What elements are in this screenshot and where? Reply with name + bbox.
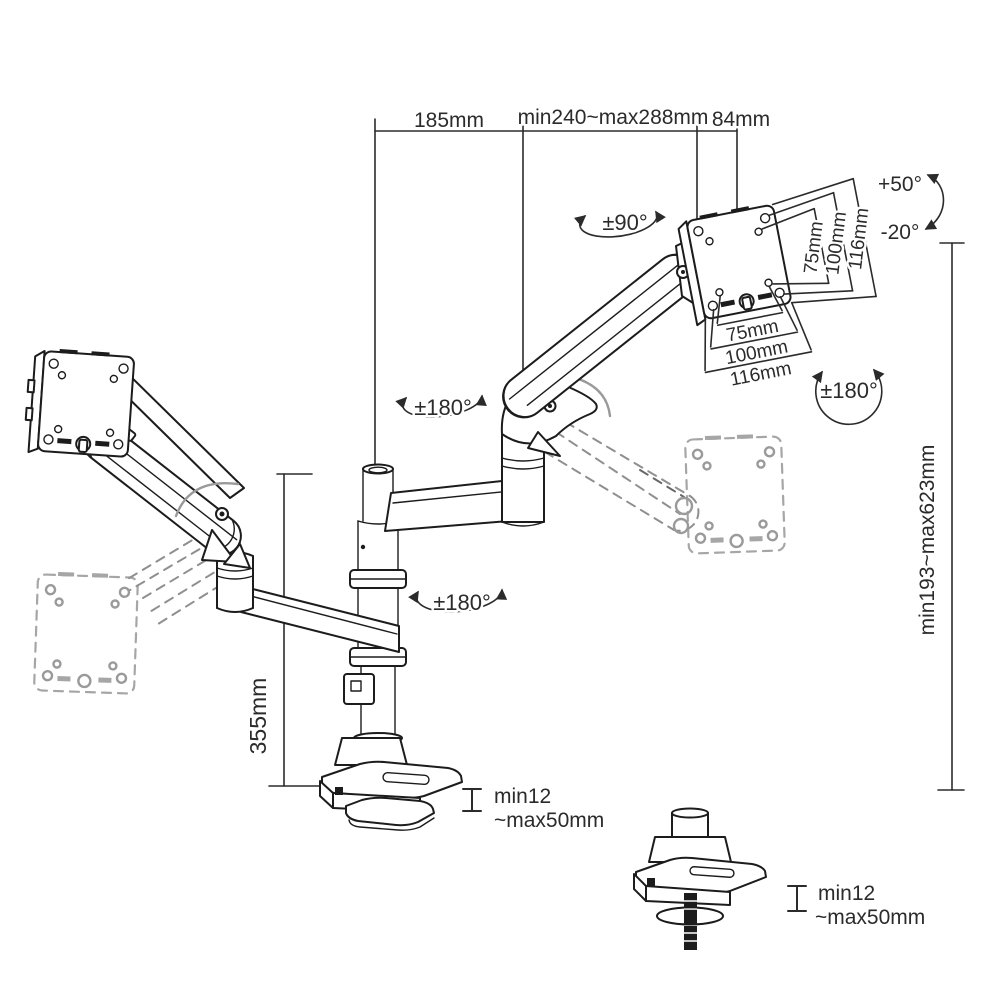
label-swivel: ±90° (602, 210, 647, 235)
label-rotate-monitor: ±180° (820, 378, 878, 403)
clamp-gap-annotation: min12 ~max50mm (462, 785, 604, 832)
label-clamp-gap-line1: min12 (494, 785, 551, 808)
top-dimension (374, 118, 738, 466)
upper-arm-rotation-annotation: ±180° (395, 393, 487, 423)
swivel-annotation: ±90° (574, 208, 666, 238)
tilt-annotation: +50° -20° (875, 171, 945, 247)
right-monitor-plate: 75mm 100mm 116mm 75mm 100mm 116mm (677, 177, 877, 393)
label-arm-reach: 185mm (414, 109, 484, 132)
label-height-range: min193~max623mm (916, 445, 939, 636)
label-pole-height: 355mm (245, 678, 271, 755)
label-tilt-down: -20° (881, 221, 920, 244)
vesa-vertical-dimensions: 75mm 100mm 116mm (761, 177, 877, 304)
left-lower-arm (240, 585, 400, 653)
left-ghost-plate (33, 571, 139, 695)
grommet-gap-annotation: min12 ~max50mm (787, 882, 925, 929)
label-extension-range: min240~max288mm (518, 106, 709, 129)
label-grommet-gap-line1: min12 (818, 882, 875, 905)
grommet-mount-detail (633, 807, 767, 950)
label-tilt-up: +50° (878, 173, 922, 196)
right-spring-arm (502, 235, 702, 419)
label-grommet-gap-line2: ~max50mm (815, 906, 925, 929)
pole-height-dimension (268, 473, 323, 787)
monitor-rotation-annotation: ±180° (811, 368, 885, 426)
label-rotate-lower-arm: ±180° (433, 590, 491, 615)
lower-arm-rotation-annotation: ±180° (408, 588, 508, 618)
desk-clamp (319, 732, 463, 831)
label-mount-depth: 84mm (712, 108, 770, 131)
right-ghost-plate (684, 434, 786, 555)
label-clamp-gap-line2: ~max50mm (494, 809, 604, 832)
left-monitor-plate (24, 349, 135, 458)
height-dimension (937, 242, 965, 791)
label-rotate-upper-arm: ±180° (414, 395, 472, 420)
right-ghost-arm (544, 413, 700, 535)
